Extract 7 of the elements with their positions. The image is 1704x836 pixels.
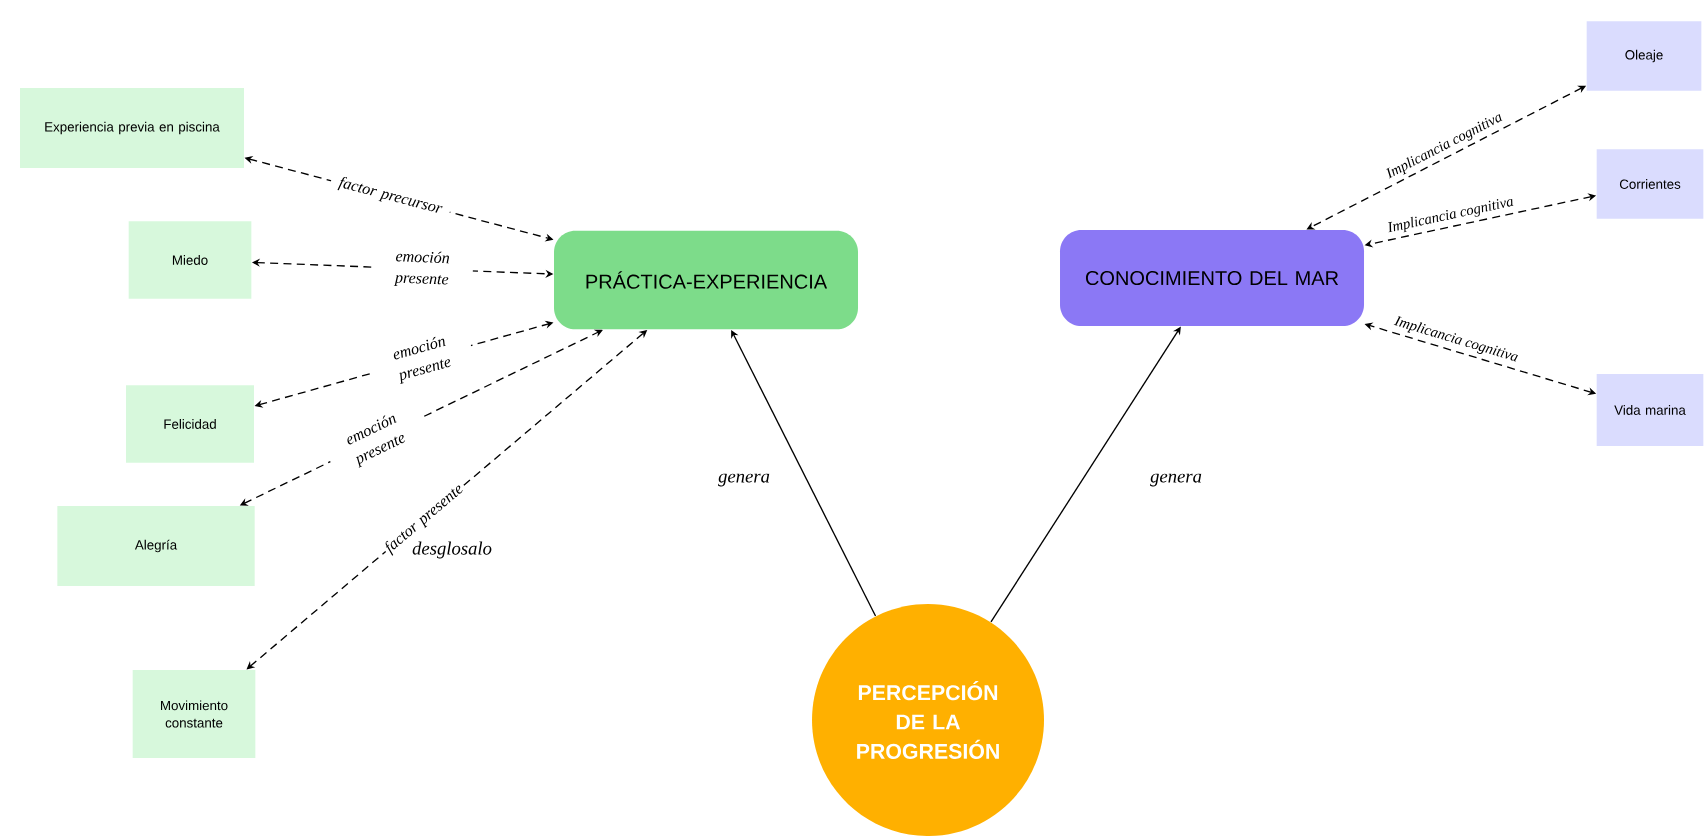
main-concept-box: CONOCIMIENTO DEL MAR bbox=[1060, 230, 1364, 326]
edge-label: genera bbox=[1150, 473, 1202, 487]
main-concept-box: PRÁCTICA-EXPERIENCIA bbox=[554, 230, 858, 330]
edge-label: emoción presente bbox=[370, 247, 474, 291]
edge-label: genera bbox=[718, 473, 770, 487]
edge-label: factor precursor bbox=[328, 172, 452, 221]
edge-label: emoción presente bbox=[368, 327, 477, 392]
